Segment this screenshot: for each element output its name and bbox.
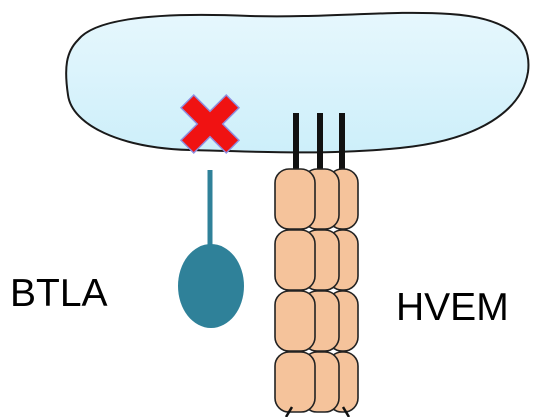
hvem-domain [275,352,315,412]
hvem-domain [275,230,315,290]
hvem-domain [275,291,315,351]
btla-head [178,244,244,328]
btla-receptor [178,170,244,328]
btla-label: BTLA [10,272,108,315]
hvem-receptor [275,169,358,417]
hvem-domain [275,169,315,229]
hvem-label: HVEM [396,286,509,329]
